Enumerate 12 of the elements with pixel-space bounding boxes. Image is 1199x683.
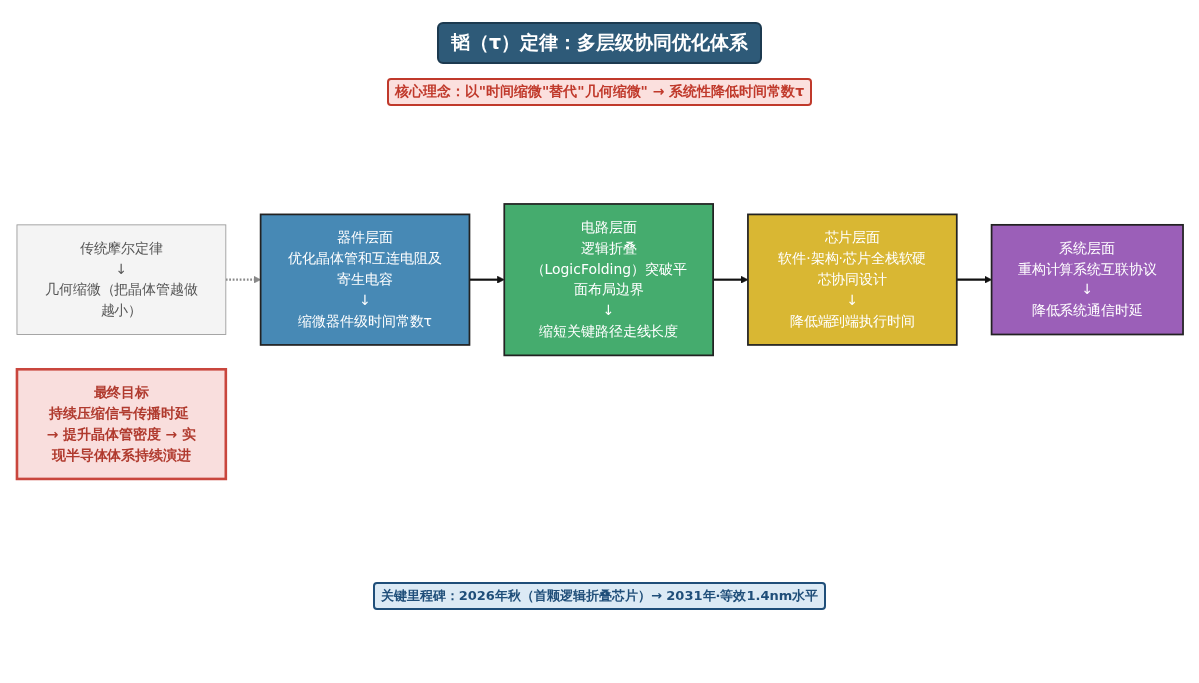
node-box: 芯片层面 软件·架构·芯片全栈软硬芯协同设计 ↓ 降低端到端执行时间 — [746, 213, 958, 346]
arrow — [225, 275, 261, 284]
node-box: 传统摩尔定律 ↓ 几何缩微（把晶体管越做越小） — [16, 223, 226, 335]
arrow — [712, 275, 748, 284]
milestone-note: 关键里程碑：2026年秋（首颗逻辑折叠芯片）→ 2031年·等效1.4nm水平 — [372, 582, 827, 610]
core-idea-note: 核心理念：以"时间缩微"替代"几何缩微" → 系统性降低时间常数τ — [386, 78, 813, 106]
node-box: 最终目标 持续压缩信号传播时延 → 提升晶体管密度 → 实现半导体体系持续演进 — [15, 367, 227, 480]
node-box: 电路层面 逻辑折叠（LogicFolding）突破平面布局边界 ↓ 缩短关键路径走线长度 — [502, 202, 714, 356]
node-box: 系统层面 重构计算系统互联协议 ↓ 降低系统通信时延 — [990, 223, 1184, 335]
title: 韬（τ）定律：多层级协同优化体系 — [436, 22, 763, 64]
node-box: 器件层面 优化晶体管和互连电阻及寄生电容 ↓ 缩微器件级时间常数τ — [259, 213, 470, 346]
arrow — [956, 275, 992, 284]
